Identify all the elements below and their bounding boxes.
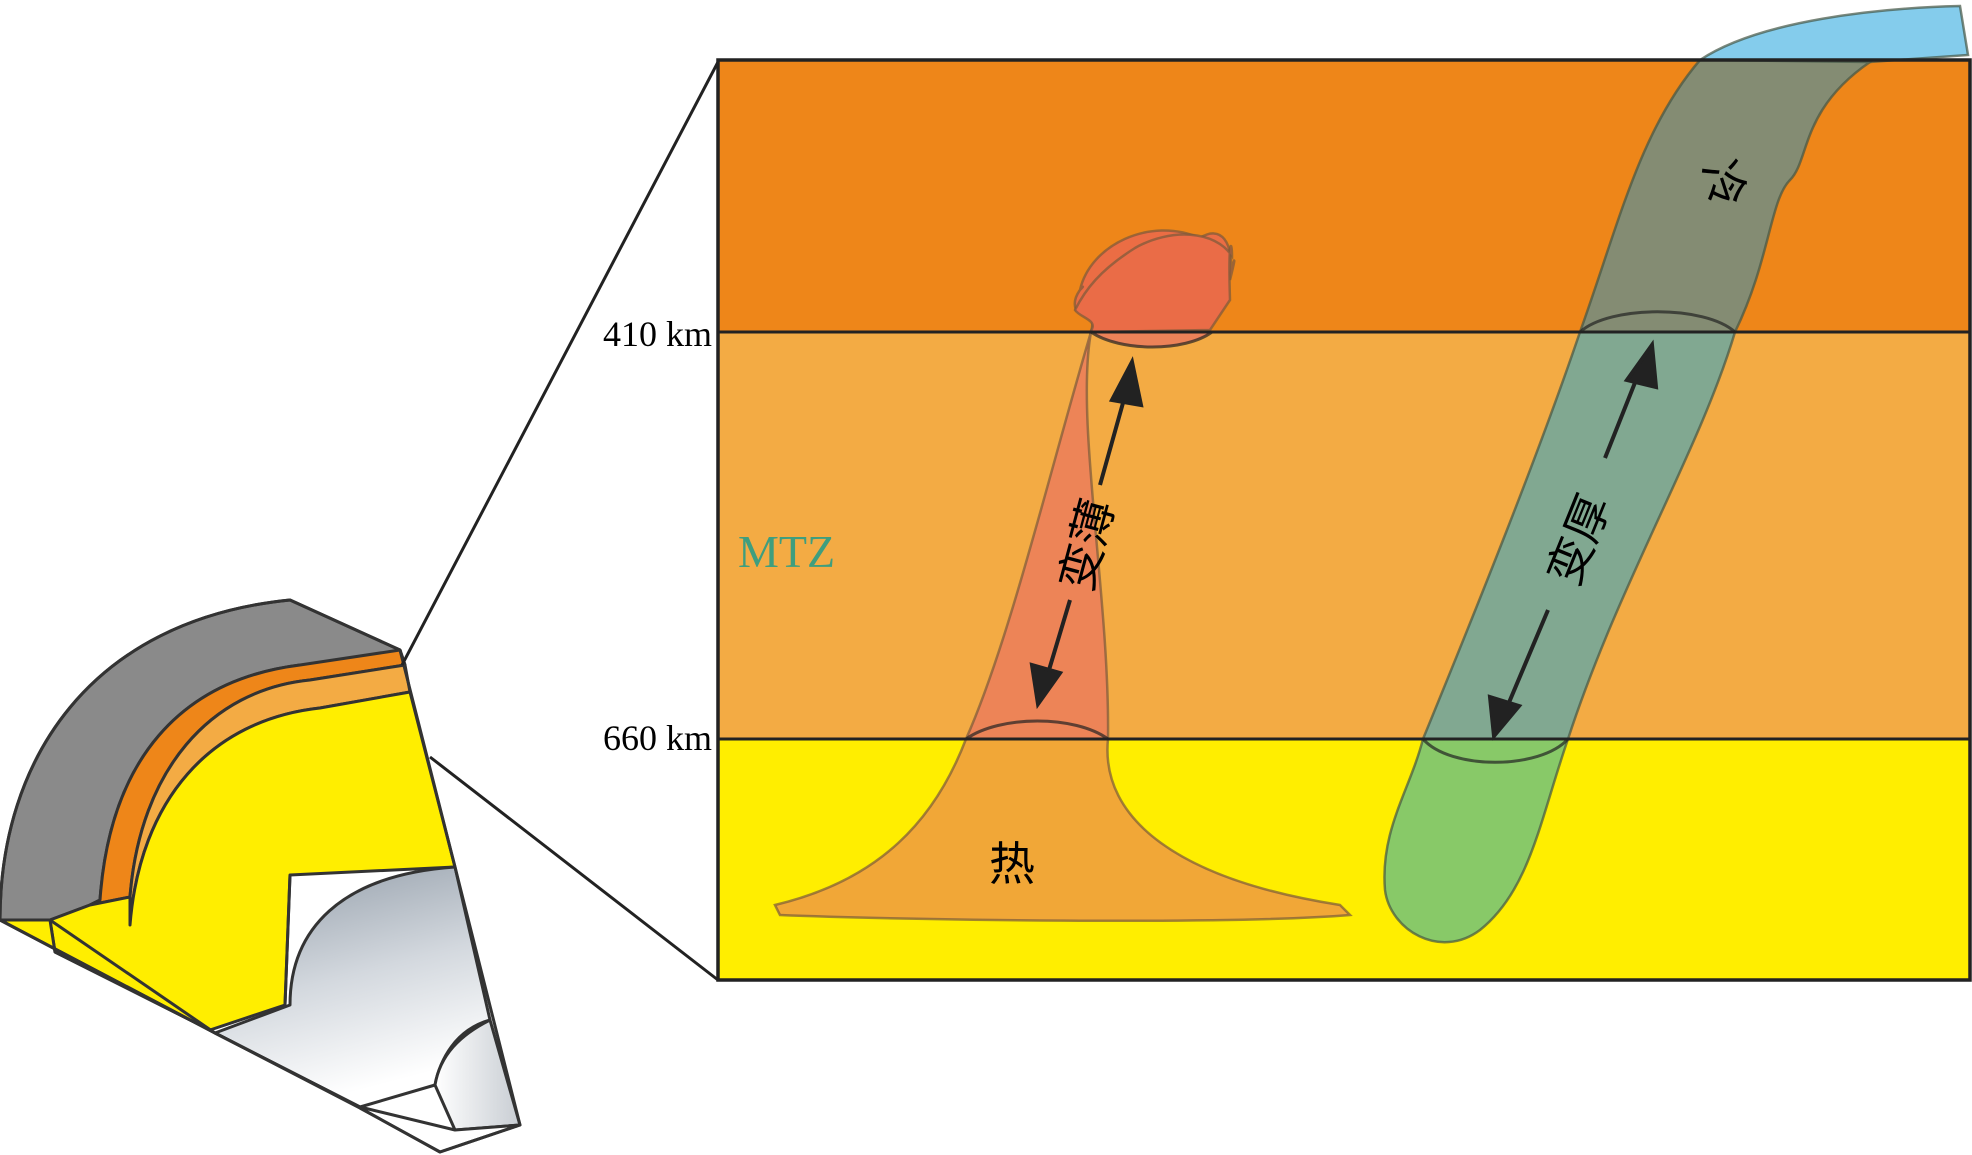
slab-410-deflection xyxy=(1578,310,1737,334)
thinning-arrows xyxy=(1029,356,1144,710)
wedge-inner-core xyxy=(433,1018,522,1132)
arrow-up-head-plume xyxy=(1108,356,1144,408)
label-mtz: MTZ xyxy=(738,526,835,577)
plume-660-deflection xyxy=(965,719,1109,741)
slab-660-deflection xyxy=(1421,737,1570,764)
subducting-slab xyxy=(1383,4,1970,944)
mantle-plume xyxy=(773,229,1353,923)
plume-410-deflection xyxy=(1090,330,1213,349)
plume-head-shape xyxy=(1073,233,1234,334)
cross-section-frame xyxy=(716,58,1972,982)
wedge-lower-mantle xyxy=(48,690,457,1032)
slab-lower-mantle-segment xyxy=(1383,737,1570,944)
slab-upper-mantle-segment xyxy=(1578,58,1874,334)
arrow-up-head-slab xyxy=(1623,339,1659,390)
label-660km: 660 km xyxy=(603,718,712,758)
zoom-line-bottom xyxy=(429,755,719,982)
slab-surface-segment xyxy=(1695,4,1970,64)
plume-base-lower-mantle xyxy=(773,737,1353,923)
arrow-down-head-slab xyxy=(1487,694,1523,741)
transition-zone-layer xyxy=(718,332,1970,739)
label-hot: 热 xyxy=(989,837,1035,891)
cross-section-box xyxy=(718,60,1970,980)
earth-wedge xyxy=(0,598,522,1154)
zoom-line-top xyxy=(400,61,720,666)
arrow-down-head-plume xyxy=(1029,662,1064,710)
label-410km: 410 km xyxy=(603,314,712,354)
wedge-outline xyxy=(0,598,522,1154)
thickening-arrows xyxy=(1487,339,1659,741)
